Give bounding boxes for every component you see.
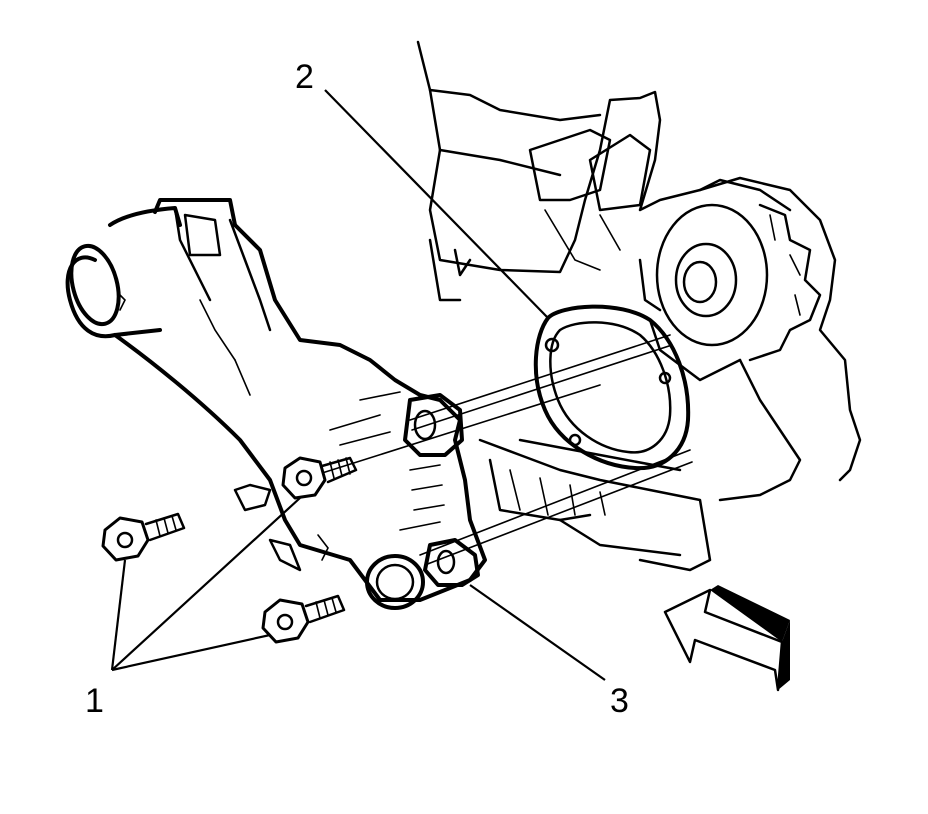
bolt-left <box>101 512 186 562</box>
engine-block <box>416 40 862 572</box>
gasket <box>533 304 691 471</box>
bolt-lower <box>261 594 346 644</box>
outlet-housing <box>65 198 487 610</box>
leader-lines <box>110 89 606 681</box>
bolt-upper <box>281 456 358 500</box>
callout-2: 2 <box>295 58 314 96</box>
callout-1: 1 <box>85 682 104 720</box>
front-arrow-icon <box>663 585 790 692</box>
callout-3: 3 <box>610 682 629 720</box>
alignment-lines <box>299 334 693 566</box>
